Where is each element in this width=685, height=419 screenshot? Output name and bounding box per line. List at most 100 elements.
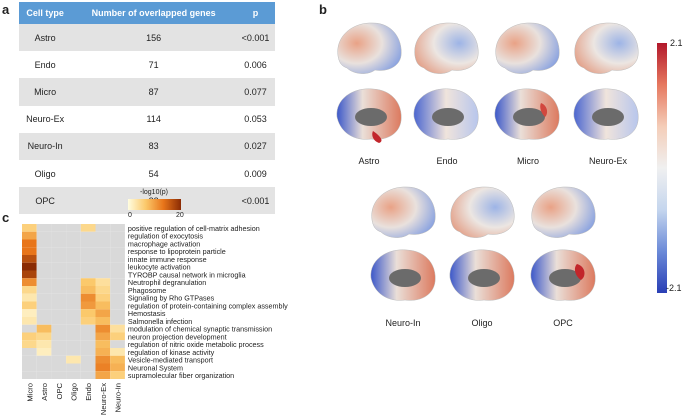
heatmap-cell (80, 262, 96, 271)
heatmap-cell (22, 262, 37, 271)
heatmap-cell (80, 355, 96, 364)
heatmap-cell (110, 270, 125, 279)
heatmap-cell (80, 286, 96, 294)
heatmap-cell (36, 278, 52, 286)
heatmap-cell (51, 371, 67, 379)
brain-astro-medial (336, 88, 402, 143)
heatmap-row-label: Vesicle-mediated transport (128, 356, 213, 365)
heatmap-cell (36, 247, 52, 255)
heatmap-cell (110, 317, 125, 325)
heatmap-cell (36, 255, 52, 263)
heatmap-cell (51, 231, 67, 240)
heatmap-cell (22, 239, 37, 248)
heatmap-cell (36, 317, 52, 325)
heatmap-cell (66, 309, 81, 317)
heatmap-cell (110, 262, 125, 271)
heatmap-cell (51, 324, 67, 333)
heatmap-cell (36, 293, 52, 302)
heatmap-cell (36, 332, 52, 341)
heatmap-cell (22, 231, 37, 240)
table-cell: Endo (34, 59, 56, 70)
heatmap-cell (110, 231, 125, 240)
heatmap-row-label: Neuronal System (128, 363, 183, 372)
heatmap-cell (22, 293, 37, 302)
heatmap-row-label: Phagosome (128, 286, 166, 295)
heatmap-cell (66, 301, 81, 310)
heatmap-column-label: OPC (55, 382, 64, 399)
brain-micro-medial (494, 88, 560, 140)
heatmap-cell (22, 255, 37, 263)
heatmap-column-label: Micro (25, 383, 34, 402)
heatmap-cell (80, 224, 96, 232)
heatmap-cell (110, 363, 125, 372)
table-row: Astro 156 <0.001 (19, 24, 275, 52)
heatmap-cell (95, 262, 111, 271)
heatmap-row-label: regulation of protein-containing complex… (128, 301, 288, 310)
brain-label-opc: OPC (553, 318, 573, 328)
heatmap-cell (22, 301, 37, 310)
heatmap-cell (36, 301, 52, 310)
heatmap-cell (66, 270, 81, 279)
heatmap-cell (66, 231, 81, 240)
heatmap-cell (80, 332, 96, 341)
table-cell: 87 (71, 78, 237, 106)
heatmap-cell (66, 324, 81, 333)
brain-astro-lateral (337, 22, 402, 74)
heatmap-cell (22, 317, 37, 325)
brain-endo-lateral (414, 22, 479, 74)
table-cell: OPC (19, 187, 72, 215)
heatmap-cell (80, 371, 96, 379)
heatmap-cell (51, 286, 67, 294)
table-cell: 83 (71, 132, 237, 160)
heatmap-legend-max: 20 (176, 212, 184, 219)
heatmap-cell (51, 262, 67, 271)
heatmap-cell (66, 332, 81, 341)
heatmap-row-label: leukocyte activation (128, 263, 191, 272)
heatmap-cell (22, 270, 37, 279)
heatmap-cell (51, 348, 67, 356)
heatmap-cell (51, 239, 67, 248)
brain-opc-lateral (531, 186, 596, 238)
heatmap-cell (80, 270, 96, 279)
table-cell: <0.001 (236, 187, 275, 215)
heatmap-row-label: positive regulation of cell-matrix adhes… (128, 224, 260, 233)
heatmap-cell (51, 301, 67, 310)
heatmap-column-label: Endo (84, 383, 93, 401)
heatmap-cell (95, 301, 111, 310)
heatmap-cell (66, 317, 81, 325)
heatmap-cell (51, 278, 67, 286)
heatmap-cell (66, 286, 81, 294)
brain-neuro-ex-lateral (574, 22, 639, 74)
brain-label-endo: Endo (436, 156, 458, 166)
heatmap-column-label: Oligo (69, 383, 78, 401)
heatmap-cell (22, 309, 37, 317)
heatmap-row-label: Salmonella infection (128, 317, 192, 326)
heatmap-cell (95, 348, 111, 356)
heatmap-cell (22, 355, 37, 364)
brain-oligo-medial (449, 249, 515, 301)
heatmap-cell (51, 363, 67, 372)
heatmap-cell (36, 371, 52, 379)
heatmap-cell (110, 286, 125, 294)
table-cell: 0.009 (244, 168, 267, 179)
heatmap-cell (22, 363, 37, 372)
table-cell: 71 (148, 59, 159, 70)
heatmap-cell (36, 324, 52, 333)
heatmap-cell (80, 231, 96, 240)
heatmap-cell (80, 239, 96, 248)
heatmap-row-label: regulation of nitric oxide metabolic pro… (128, 340, 264, 349)
heatmap-column-label: Astro (40, 383, 49, 401)
heatmap-cell (66, 348, 81, 356)
heatmap-cell (110, 255, 125, 263)
heatmap-cell (36, 224, 52, 232)
heatmap-row-label: supramolecular fiber organization (128, 371, 234, 380)
heatmap-cell (95, 239, 111, 248)
heatmap-cell (36, 340, 52, 348)
brain-endo-medial (413, 88, 479, 140)
brain-neuro-in-lateral (371, 186, 436, 238)
heatmap-cell (95, 255, 111, 263)
heatmap-cell (95, 309, 111, 317)
heatmap-cell (36, 239, 52, 248)
heatmap-cell (95, 317, 111, 325)
heatmap-cell (95, 340, 111, 348)
